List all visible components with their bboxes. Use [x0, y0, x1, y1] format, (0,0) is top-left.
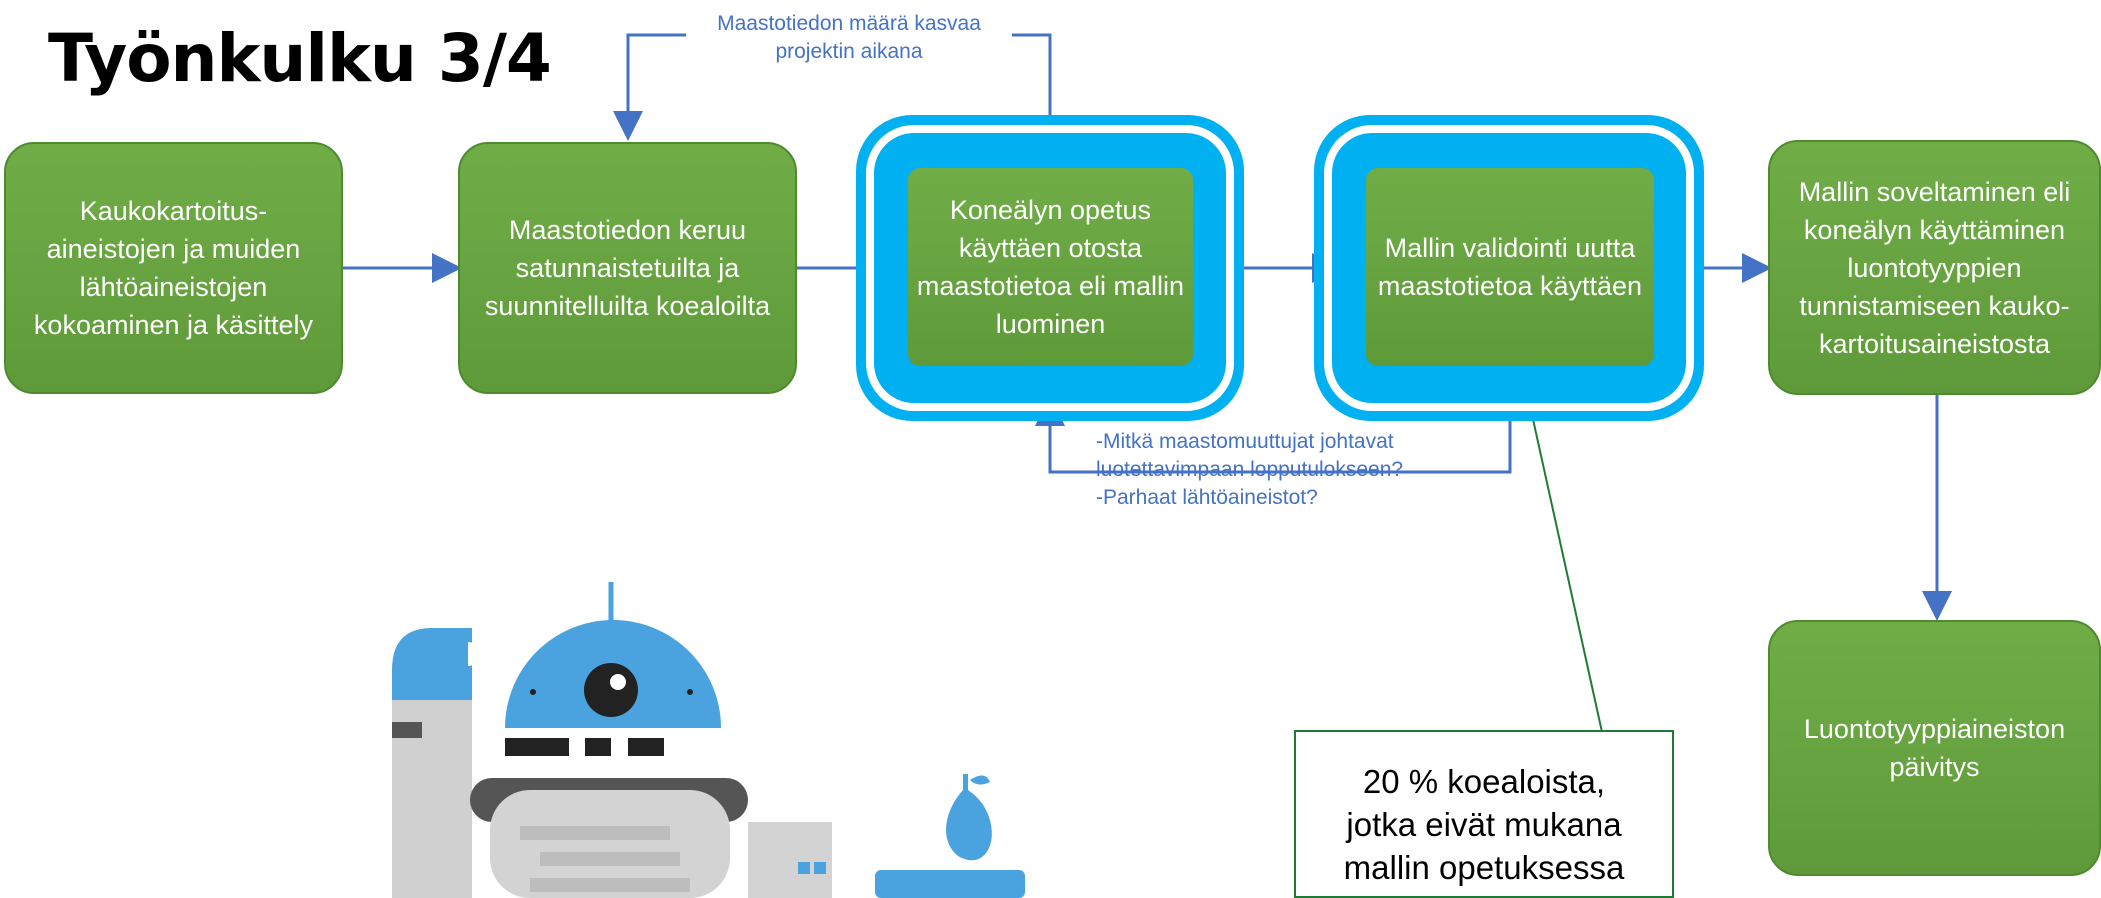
step-5-box: Mallin soveltaminen eli koneälyn käyttäm…	[1768, 140, 2101, 395]
step-1-box: Kaukokartoitus- aineistojen ja muiden lä…	[4, 142, 343, 394]
step-1-label: Kaukokartoitus- aineistojen ja muiden lä…	[33, 196, 314, 340]
step-6-label: Luontotyyppiaineiston päivitys	[1803, 714, 2066, 782]
top-feedback-note: Maastotiedon määrä kasvaa projektin aika…	[686, 10, 1012, 66]
validation-callout: 20 % koealoista, jotka eivät mukana mall…	[1294, 730, 1674, 898]
page-title: Työnkulku 3/4	[48, 20, 552, 97]
step-5-label: Mallin soveltaminen eli koneälyn käyttäm…	[1798, 176, 2071, 359]
step-2-label: Maastotiedon keruu satunnaistetuilta ja …	[484, 215, 771, 321]
step-6-box: Luontotyyppiaineiston päivitys	[1768, 620, 2101, 876]
step-4-box: Mallin validointi uutta maastotietoa käy…	[1366, 168, 1654, 366]
step-3-box: Koneälyn opetus käyttäen otosta maastoti…	[908, 168, 1193, 366]
bottom-feedback-note: -Mitkä maastomuuttujat johtavat luotetta…	[1096, 430, 1404, 509]
feedback-arrow-bottom	[1035, 395, 1512, 474]
step-4-label: Mallin validointi uutta maastotietoa käy…	[1377, 233, 1643, 301]
step-3-label: Koneälyn opetus käyttäen otosta maastoti…	[916, 195, 1185, 339]
robot-illustration	[392, 582, 1025, 898]
feedback-arrow-top-left	[613, 33, 686, 141]
step-2-box: Maastotiedon keruu satunnaistetuilta ja …	[458, 142, 797, 394]
